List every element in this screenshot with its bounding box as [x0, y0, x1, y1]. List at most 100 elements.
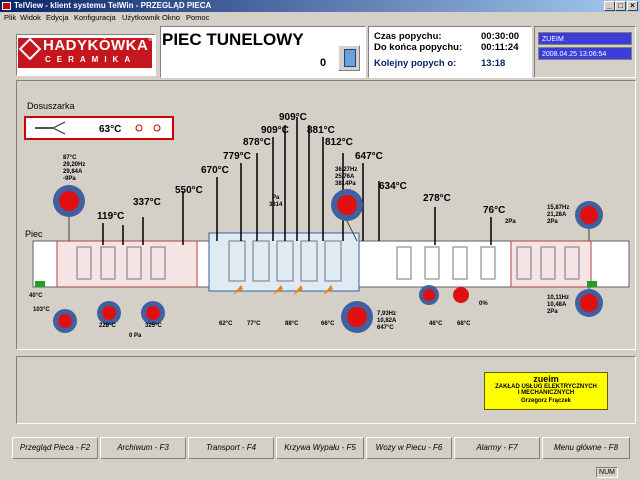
close-button[interactable]: × — [627, 1, 638, 11]
temp-278: 278°C — [423, 193, 451, 204]
mid-pa-value: 3814 — [269, 202, 283, 208]
temp-647: 647°C — [355, 151, 383, 162]
dryer-temp: 63°C — [99, 124, 122, 135]
temp-881: 881°C — [307, 125, 335, 136]
bottom-temp-88: 88°C — [285, 321, 299, 327]
inlet-temp: 40°C — [29, 293, 43, 299]
push-counter: 0 — [320, 57, 327, 69]
fan-mb-hz: 7,93Hz — [377, 311, 397, 317]
temp-812: 812°C — [325, 137, 353, 148]
kiln-diagram: Dosuszarka 63°C Piec 909°C 909°C 881°C 8… — [16, 80, 636, 350]
menu-bar: Plik Widok Edycja Konfiguracja Użytkowni… — [0, 12, 640, 23]
fkey-przeglad[interactable]: Przegląd Pieca - F2 — [12, 437, 98, 459]
menu-okno[interactable]: Okno — [162, 13, 180, 22]
bottom-temp-77: 77°C — [247, 321, 261, 327]
menu-widok[interactable]: Widok — [20, 13, 41, 22]
next-push-value: 13:18 — [481, 58, 506, 69]
stamp-line4: Grzegorz Frączek — [520, 398, 572, 404]
date-time: 2008.04.25 13:06:54 — [538, 47, 632, 60]
bottom-temp-46: 46°C — [429, 321, 443, 327]
bottom-temp-62: 62°C — [219, 321, 233, 327]
bottom-temp-228: 228°C — [99, 323, 116, 329]
temp-550: 550°C — [175, 185, 203, 196]
fkey-menu[interactable]: Menu główne - F8 — [542, 437, 630, 459]
kiln-firing-zone — [208, 232, 360, 292]
kiln-schematic — [24, 116, 630, 333]
dryer-sensor-icon-2 — [153, 124, 161, 132]
stamp-line1: zueim — [533, 374, 559, 384]
app-icon — [2, 2, 11, 10]
to-end-label: Do końca popychu: — [374, 42, 463, 53]
dryer-label: Dosuszarka — [27, 101, 75, 111]
push-time-panel: Czas popychu: 00:30:00 Do końca popychu:… — [368, 26, 532, 78]
menu-uzytkownik[interactable]: Użytkownik — [122, 13, 160, 22]
fan-mid-hz: 36,27Hz — [335, 167, 358, 173]
push-time-label: Czas popychu: — [374, 31, 442, 42]
right-pa: 2Pa — [505, 219, 516, 225]
fan-rb-amp: 10,48A — [547, 302, 567, 308]
temp-670: 670°C — [201, 165, 229, 176]
fan-left-pa: -9Pa — [63, 176, 76, 182]
menu-konfiguracja[interactable]: Konfiguracja — [74, 13, 116, 22]
temp-909b: 909°C — [261, 125, 289, 136]
window-title: TelView - klient systemu TelWin - PRZEGL… — [14, 1, 212, 10]
kiln-label: Piec — [25, 229, 43, 239]
push-time-value: 00:30:00 — [481, 31, 520, 42]
logo-sub: CERAMIKA — [45, 55, 137, 64]
fkey-wozy[interactable]: Wozy w Piecu - F6 — [366, 437, 452, 459]
fans — [53, 185, 603, 333]
status-bar — [0, 466, 640, 480]
user-name: ZUEIM — [538, 32, 632, 45]
document-icon — [344, 49, 356, 67]
fan-right-amp: 21,28A — [547, 212, 567, 218]
company-stamp: zueim ZAKŁAD USŁUG ELEKTRYCZNYCH I MECHA… — [484, 372, 608, 410]
mid-pa-unit: Pa — [272, 195, 280, 201]
title-bar: TelView - klient systemu TelWin - PRZEGL… — [0, 0, 640, 12]
fan-rb-hz: 10,11Hz — [547, 295, 570, 301]
left-fan-temp: 103°C — [33, 307, 50, 313]
next-push-label: Kolejny popych o: — [374, 58, 457, 69]
to-end-value: 00:11:24 — [481, 42, 519, 53]
dryer-sensor-icon — [135, 124, 143, 132]
fan-right-pa: 2Pa — [547, 219, 558, 225]
percent-value: 0% — [479, 301, 488, 307]
company-logo — [18, 38, 152, 68]
page-title: PIEC TUNELOWY — [162, 30, 304, 49]
fkey-archiwum[interactable]: Archiwum - F3 — [100, 437, 186, 459]
num-indicator: NUM — [596, 467, 618, 478]
bottom-temp-68: 68°C — [457, 321, 471, 327]
temp-634: 634°C — [379, 181, 407, 192]
document-button[interactable] — [338, 45, 360, 71]
dryer-unit — [24, 116, 174, 140]
temp-909a: 909°C — [279, 112, 307, 123]
fan-rb-pa: 2Pa — [547, 309, 558, 315]
registered-mark: ® — [148, 37, 154, 43]
bottom-temp-66: 66°C — [321, 321, 335, 327]
temp-119: 119°C — [97, 211, 125, 222]
menu-pomoc[interactable]: Pomoc — [186, 13, 210, 22]
fan-left-temp: 87°C — [63, 155, 77, 161]
dryer-burner-icon — [52, 121, 66, 135]
fan-mb-amp: 10,82A — [377, 318, 397, 324]
bottom-temp-325: 325°C — [145, 323, 162, 329]
fkey-alarmy[interactable]: Alarmy - F7 — [454, 437, 540, 459]
menu-edycja[interactable]: Edycja — [46, 13, 69, 22]
temp-337: 337°C — [133, 197, 161, 208]
fan-right-hz: 15,87Hz — [547, 205, 570, 211]
menu-plik[interactable]: Plik — [4, 13, 17, 22]
temp-878: 878°C — [243, 137, 271, 148]
fan-mid-pa: 3814Pa — [335, 181, 356, 187]
temp-779: 779°C — [223, 151, 251, 162]
fan-left-hz: 29,20Hz — [63, 162, 86, 168]
minimize-button[interactable]: _ — [604, 1, 615, 11]
stamp-line2: ZAKŁAD USŁUG ELEKTRYCZNYCH — [495, 384, 597, 390]
maximize-button[interactable]: □ — [615, 1, 626, 11]
fkey-transport[interactable]: Transport - F4 — [188, 437, 274, 459]
header-panel — [160, 26, 366, 78]
logo-name: HADYKÓWKA — [43, 37, 149, 54]
fan-left-amp: 29,84A — [63, 169, 83, 175]
fkey-krzywa[interactable]: Krzywa Wypału - F5 — [276, 437, 364, 459]
temp-76: 76°C — [483, 205, 506, 216]
bottom-pa: 0 Pa — [129, 333, 142, 339]
stamp-line3: I MECHANICZNYCH — [517, 390, 575, 396]
